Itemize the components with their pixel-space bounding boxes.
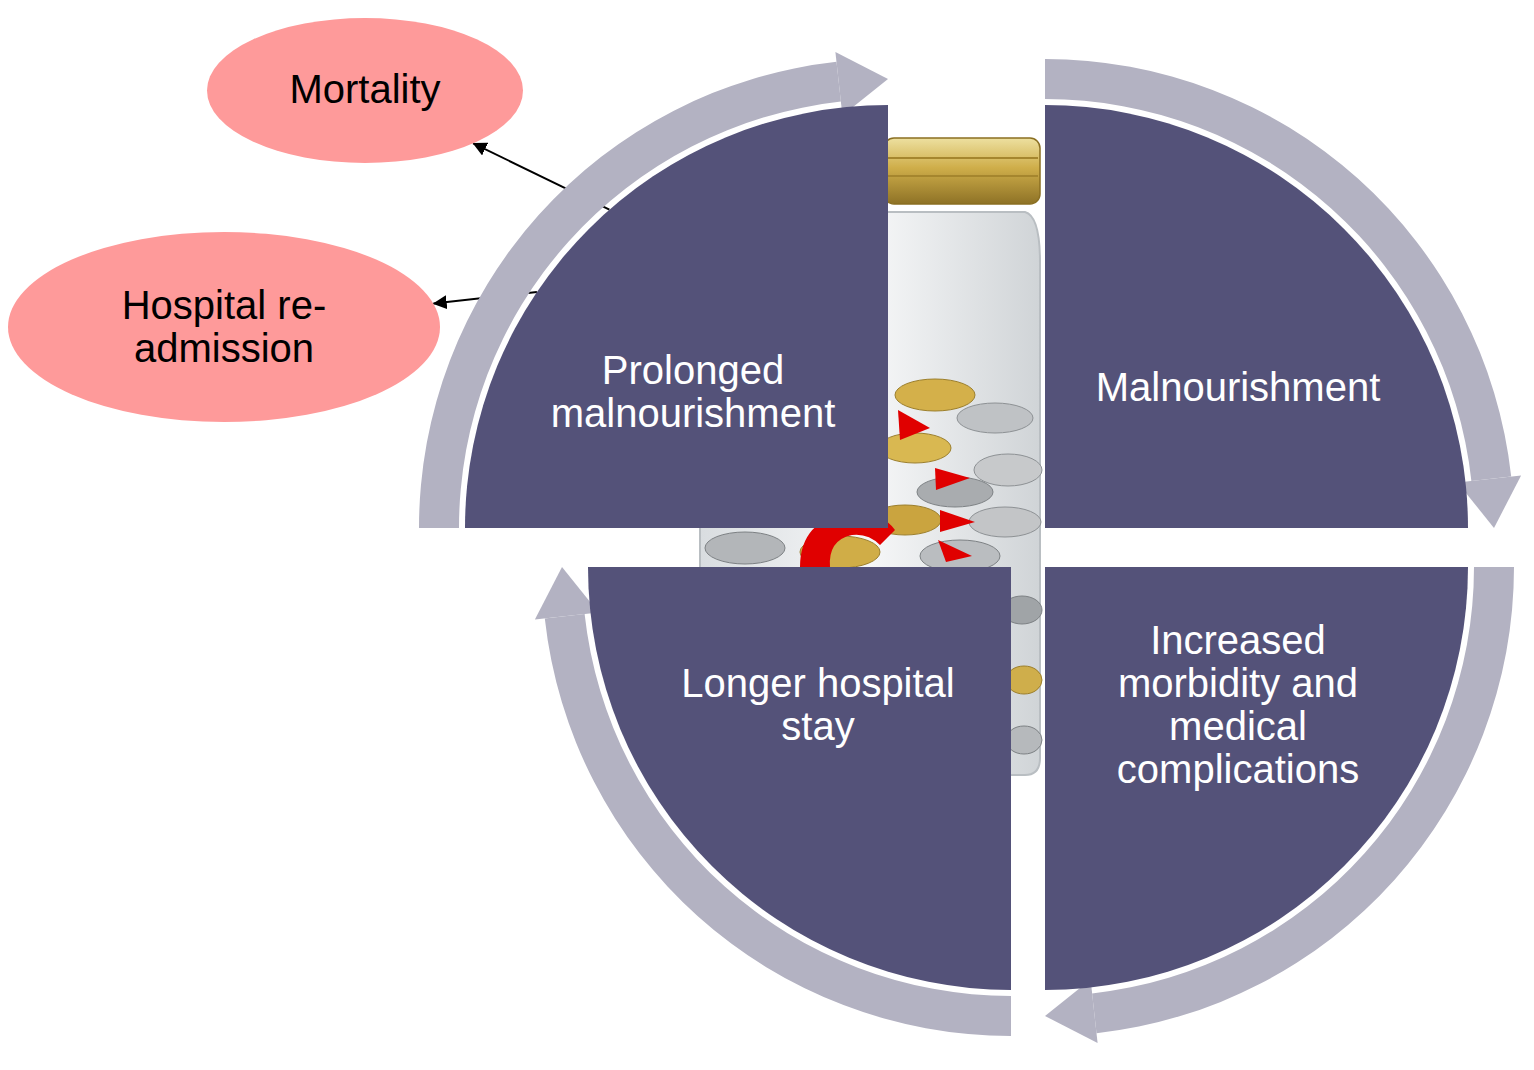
- coin: [974, 454, 1042, 486]
- coin: [705, 532, 785, 564]
- coin: [1006, 666, 1042, 694]
- cycle-arrow: [1045, 567, 1514, 1043]
- coin: [1006, 726, 1042, 754]
- node-label: Increased morbidity and medical complica…: [1098, 619, 1378, 792]
- cycle-wedge: Prolonged malnourishment: [465, 105, 888, 528]
- wedge-fill: [1045, 567, 1468, 990]
- coin: [957, 403, 1033, 433]
- coin: [895, 379, 975, 411]
- node-label: Prolonged malnourishment: [523, 349, 863, 435]
- node-label: Hospital re-admission: [93, 284, 355, 370]
- wedge-shape: [1045, 105, 1468, 528]
- wedge-fill: [465, 105, 888, 528]
- wedge-fill: [588, 567, 1011, 990]
- coin: [969, 507, 1041, 537]
- lid-ridge: [886, 175, 1038, 177]
- cycle-arrow: [535, 567, 1011, 1036]
- red-mark: [940, 510, 975, 532]
- red-mark: [935, 468, 970, 490]
- red-mark: [898, 410, 930, 440]
- wedge-shape: [465, 105, 888, 528]
- cycle-wedge: Increased morbidity and medical complica…: [1045, 567, 1468, 990]
- red-mark: [938, 540, 972, 562]
- wedge-fill: [1045, 105, 1468, 528]
- cycle-wedge: Longer hospital stay: [588, 567, 1011, 990]
- cycle-wedge: Malnourishment: [1045, 105, 1468, 528]
- node-label: Longer hospital stay: [658, 662, 978, 748]
- wedge-shape: [588, 567, 1011, 990]
- node-label: Mortality: [225, 68, 505, 111]
- outcome-ellipse: Mortality: [207, 18, 523, 163]
- coin: [879, 433, 951, 463]
- lid-ridge: [886, 157, 1038, 159]
- cycle-arrow: [1045, 59, 1521, 528]
- outcome-ellipse: Hospital re-admission: [8, 232, 440, 422]
- jar-lid: [884, 138, 1040, 204]
- ellipse-fill: [207, 18, 523, 163]
- ellipse-fill: [8, 232, 440, 422]
- node-label: Malnourishment: [1068, 366, 1408, 409]
